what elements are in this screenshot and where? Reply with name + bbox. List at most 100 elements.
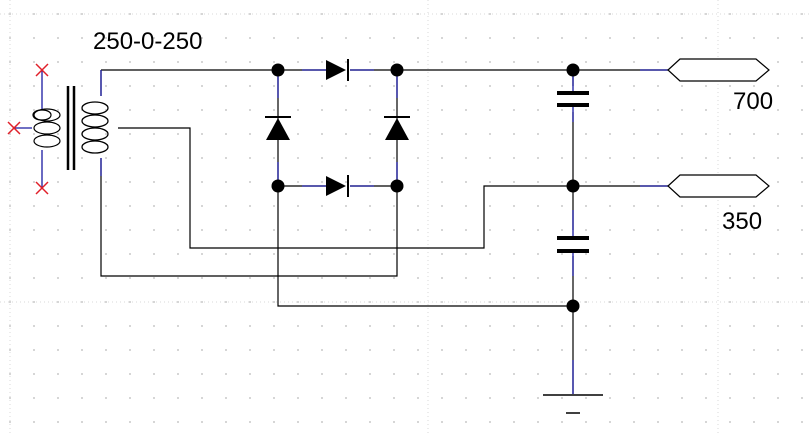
grid-dot	[273, 229, 275, 231]
grid-dot	[105, 205, 107, 207]
grid-dot	[417, 229, 419, 231]
grid-dot	[201, 325, 203, 327]
grid-dot	[657, 325, 659, 327]
grid-dot	[537, 109, 539, 111]
output-port-700[interactable]	[667, 58, 770, 82]
grid-dot	[561, 133, 563, 135]
grid-dot	[513, 205, 515, 207]
diode-right[interactable]	[384, 98, 410, 162]
grid-dot	[321, 277, 323, 279]
grid-dot	[105, 277, 107, 279]
grid-dot	[465, 61, 467, 63]
center-tapped-transformer[interactable]	[7, 63, 109, 195]
grid-dot	[633, 421, 635, 423]
diode-bottom[interactable]	[326, 175, 349, 197]
grid-dot	[513, 85, 515, 87]
grid-dot	[801, 349, 803, 351]
grid-dot	[657, 133, 659, 135]
capacitor-lower[interactable]	[557, 236, 589, 253]
grid-dot	[369, 421, 371, 423]
grid-dot	[585, 157, 587, 159]
grid-dot	[249, 253, 251, 255]
grid-dot	[729, 421, 731, 423]
grid-dot	[9, 133, 11, 135]
grid-dot	[225, 85, 227, 87]
grid-dot	[561, 37, 563, 39]
grid-dot	[33, 61, 35, 63]
grid-dot	[321, 349, 323, 351]
grid-dot	[177, 349, 179, 351]
grid-dot	[9, 325, 11, 327]
grid-dot	[609, 277, 611, 279]
grid-dot	[417, 85, 419, 87]
grid-dot	[705, 253, 707, 255]
grid-dot	[273, 349, 275, 351]
grid-dot	[57, 229, 59, 231]
grid-dot	[321, 205, 323, 207]
grid-dot	[417, 301, 419, 303]
grid-dot	[465, 229, 467, 231]
capacitor-upper[interactable]	[557, 91, 589, 107]
grid-dot	[753, 301, 755, 303]
grid-dot	[345, 397, 347, 399]
grid-dot	[33, 205, 35, 207]
grid-dot	[9, 229, 11, 231]
grid-dot	[489, 157, 491, 159]
grid-dot	[609, 253, 611, 255]
diode-top[interactable]	[326, 59, 349, 81]
grid-dot	[513, 61, 515, 63]
ground-symbol[interactable]	[543, 394, 603, 414]
grid-dot	[81, 349, 83, 351]
grid-dot	[345, 85, 347, 87]
grid-dot	[705, 421, 707, 423]
grid-dot	[369, 229, 371, 231]
grid-dot	[801, 85, 803, 87]
grid-dot	[753, 85, 755, 87]
grid-dot	[129, 133, 131, 135]
grid-dot	[57, 397, 59, 399]
grid-dot	[801, 325, 803, 327]
grid-dot	[417, 349, 419, 351]
grid-dot	[201, 277, 203, 279]
grid-dot	[753, 349, 755, 351]
grid-dot	[369, 205, 371, 207]
grid-dot	[345, 277, 347, 279]
grid-dot	[489, 277, 491, 279]
grid-dot	[321, 229, 323, 231]
grid-dot	[225, 253, 227, 255]
grid-dot	[297, 397, 299, 399]
grid-dot	[609, 37, 611, 39]
grid-dot	[585, 61, 587, 63]
grid-dot	[681, 253, 683, 255]
grid-dot	[177, 13, 179, 15]
grid-dot	[369, 277, 371, 279]
grid-dot	[705, 109, 707, 111]
diode-left[interactable]	[265, 98, 291, 162]
grid-dot	[297, 277, 299, 279]
grid-dot	[441, 109, 443, 111]
grid-dot	[273, 373, 275, 375]
grid-dot	[609, 85, 611, 87]
grid-dot	[153, 277, 155, 279]
grid-dot	[129, 205, 131, 207]
grid-dot	[225, 349, 227, 351]
grid-dot	[657, 85, 659, 87]
output-port-350[interactable]	[667, 174, 770, 198]
grid-dot	[297, 349, 299, 351]
grid-dot	[705, 229, 707, 231]
grid-dot	[33, 13, 35, 15]
grid-dot	[321, 109, 323, 111]
grid-dot	[369, 301, 371, 303]
grid-dot	[513, 181, 515, 183]
grid-dot	[297, 133, 299, 135]
grid-dot	[129, 229, 131, 231]
grid-dot	[417, 37, 419, 39]
grid-dot	[537, 37, 539, 39]
grid-dot	[609, 373, 611, 375]
primary-coil	[32, 108, 61, 148]
grid-dot	[249, 13, 251, 15]
grid-dot	[705, 37, 707, 39]
grid-dot	[393, 37, 395, 39]
grid-dot	[105, 157, 107, 159]
grid-dot	[561, 349, 563, 351]
